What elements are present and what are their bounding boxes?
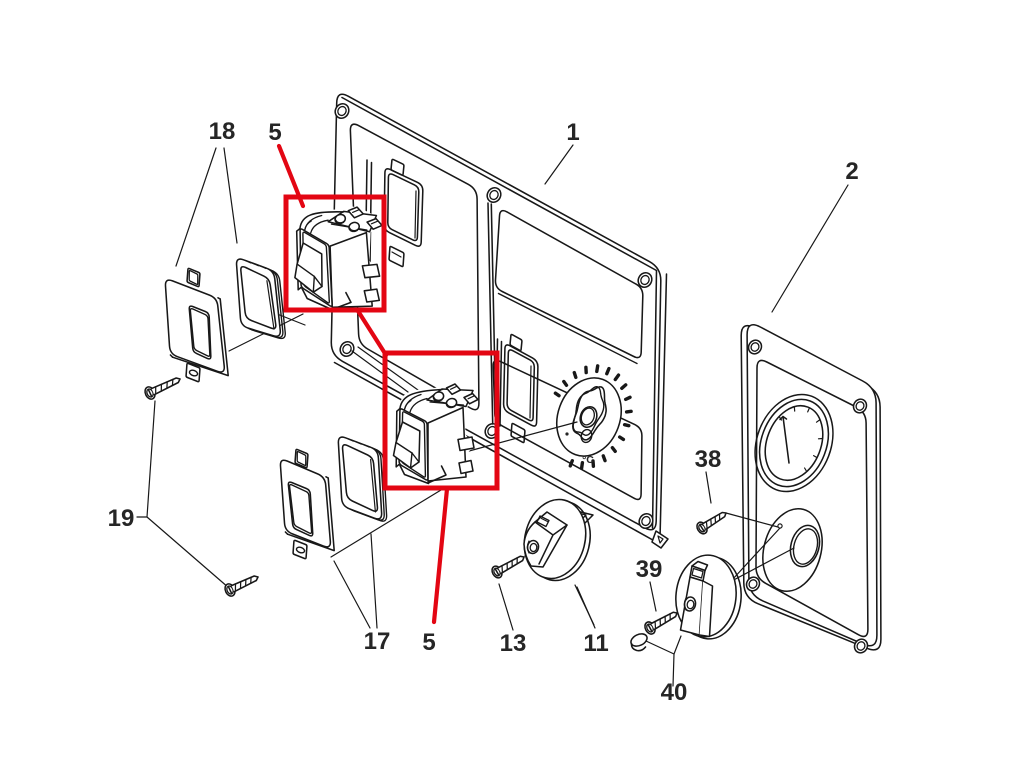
svg-text:39: 39 bbox=[636, 556, 663, 583]
svg-text:2: 2 bbox=[845, 158, 858, 185]
svg-text:°C: °C bbox=[582, 454, 594, 466]
svg-text:38: 38 bbox=[695, 446, 722, 473]
svg-text:19: 19 bbox=[108, 505, 135, 532]
svg-text:1: 1 bbox=[566, 119, 579, 146]
svg-text:5: 5 bbox=[268, 119, 281, 146]
svg-text:18: 18 bbox=[209, 118, 236, 145]
svg-text:11: 11 bbox=[583, 630, 608, 657]
svg-text:17: 17 bbox=[364, 628, 391, 655]
svg-text:40: 40 bbox=[661, 679, 688, 706]
svg-text:5: 5 bbox=[422, 629, 435, 656]
svg-text:13: 13 bbox=[500, 630, 527, 657]
